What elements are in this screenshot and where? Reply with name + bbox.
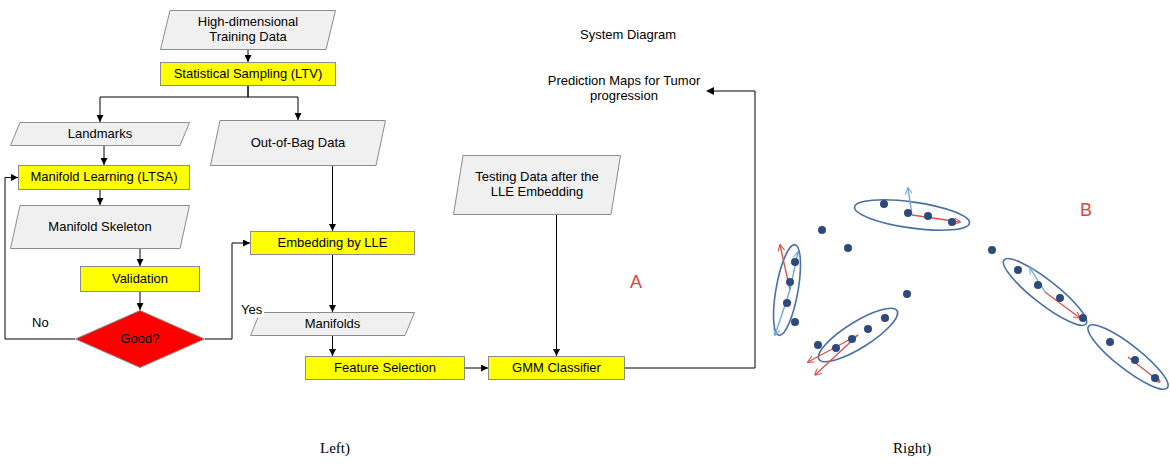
sample-dots bbox=[783, 200, 1159, 382]
node-text-holder: Embedding by LLE bbox=[250, 231, 415, 255]
flow-arrow bbox=[5, 178, 75, 340]
flow-arrow bbox=[248, 50, 249, 62]
node-text-holder: Good? bbox=[75, 310, 205, 368]
node-label: Manifolds bbox=[305, 317, 361, 332]
edge-label: Yes bbox=[239, 303, 264, 318]
node-text-holder: Landmarks bbox=[10, 122, 190, 146]
node-label: GMM Classifier bbox=[512, 361, 601, 376]
process-box: Embedding by LLE bbox=[250, 231, 415, 255]
node-text-holder: Validation bbox=[80, 266, 200, 292]
flow-arrow bbox=[556, 215, 557, 356]
region-letter: B bbox=[1080, 200, 1100, 221]
diagram-heading: System Diagram bbox=[580, 28, 700, 43]
flow-arrow bbox=[100, 190, 101, 205]
leader-arrowhead bbox=[706, 87, 714, 95]
output-note: Prediction Maps for Tumor progression bbox=[540, 74, 708, 104]
process-box: GMM Classifier bbox=[488, 356, 625, 380]
flow-arrow bbox=[140, 249, 141, 266]
node-text-holder: Testing Data after the LLE Embedding bbox=[453, 155, 621, 215]
flow-arrow bbox=[332, 336, 333, 356]
panel-caption: Left) bbox=[320, 440, 380, 457]
data-parallelogram: Manifolds bbox=[250, 312, 415, 336]
node-label: Feature Selection bbox=[334, 361, 436, 376]
leader-line bbox=[625, 91, 755, 368]
data-parallelogram: Manifold Skeleton bbox=[10, 205, 190, 249]
data-parallelogram: Testing Data after the LLE Embedding bbox=[453, 155, 621, 215]
node-label: Landmarks bbox=[68, 127, 132, 142]
flow-arrow bbox=[140, 292, 141, 310]
flow-arrow bbox=[205, 243, 250, 339]
process-box: Validation bbox=[80, 266, 200, 292]
tangent-arrows bbox=[775, 188, 1160, 382]
node-text-holder: High-dimensional Training Data bbox=[160, 10, 336, 50]
node-label: Manifold Skeleton bbox=[48, 220, 151, 235]
region-letter: A bbox=[630, 272, 650, 293]
data-parallelogram: Landmarks bbox=[10, 122, 190, 146]
flow-arrow bbox=[104, 146, 105, 165]
panel-caption: Right) bbox=[893, 440, 963, 457]
node-label: Embedding by LLE bbox=[278, 236, 388, 251]
node-label: Statistical Sampling (LTV) bbox=[174, 67, 323, 82]
node-text-holder: Manifold Learning (LTSA) bbox=[18, 165, 190, 190]
node-text-holder: Out-of-Bag Data bbox=[210, 120, 386, 166]
node-text-holder: Manifold Skeleton bbox=[10, 205, 190, 249]
process-box: Manifold Learning (LTSA) bbox=[18, 165, 190, 190]
process-box: Statistical Sampling (LTV) bbox=[160, 62, 336, 86]
node-label: Good? bbox=[120, 332, 159, 347]
node-label: Out-of-Bag Data bbox=[251, 136, 346, 151]
data-parallelogram: Out-of-Bag Data bbox=[210, 120, 386, 166]
node-label: Testing Data after the LLE Embedding bbox=[469, 170, 605, 200]
process-box: Feature Selection bbox=[305, 356, 465, 380]
data-parallelogram: High-dimensional Training Data bbox=[160, 10, 336, 50]
node-text-holder: GMM Classifier bbox=[488, 356, 625, 380]
node-text-holder: Statistical Sampling (LTV) bbox=[160, 62, 336, 86]
flow-arrow bbox=[465, 368, 488, 369]
node-text-holder: Feature Selection bbox=[305, 356, 465, 380]
flow-arrow bbox=[100, 86, 248, 122]
flow-arrow bbox=[248, 86, 298, 120]
node-label: High-dimensional Training Data bbox=[176, 15, 320, 45]
decision-diamond: Good? bbox=[75, 310, 205, 368]
flow-arrow bbox=[332, 166, 333, 231]
node-label: Validation bbox=[112, 272, 168, 287]
flow-arrow bbox=[332, 255, 333, 312]
edge-label: No bbox=[30, 316, 51, 331]
node-text-holder: Manifolds bbox=[250, 312, 415, 336]
node-label: Manifold Learning (LTSA) bbox=[30, 170, 177, 185]
tangent-ellipses bbox=[768, 194, 1170, 397]
